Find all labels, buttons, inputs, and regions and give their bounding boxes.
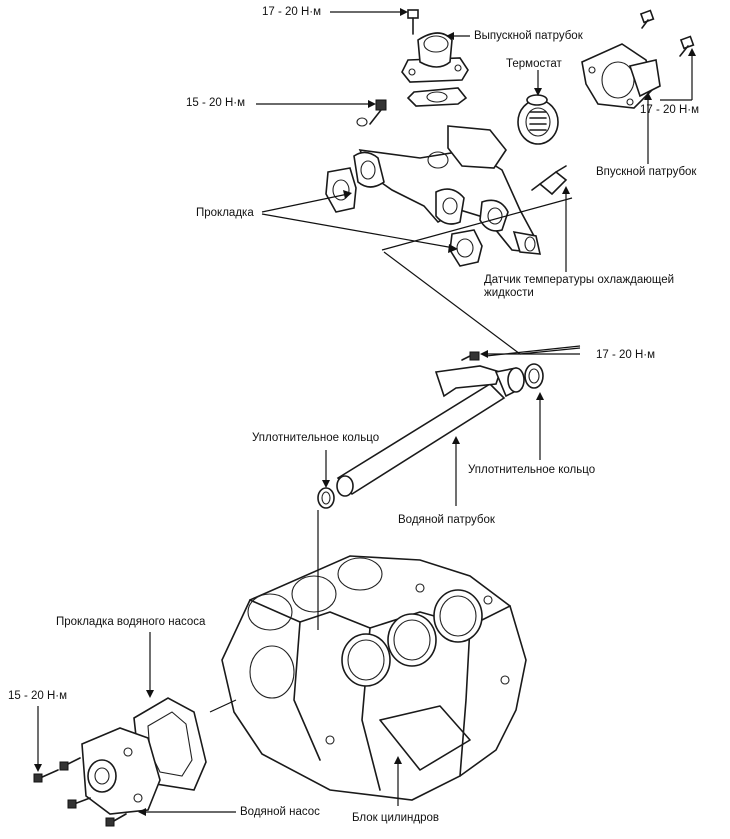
torque-label-outlet: 17 - 20 Н·м xyxy=(262,6,322,18)
torque-label-pump: 15 - 20 Н·м xyxy=(8,690,68,702)
water-manifold-part xyxy=(353,125,542,255)
oring-right-part xyxy=(524,363,544,389)
inlet-bolts xyxy=(639,9,695,57)
torque-label-pipe: 17 - 20 Н·м xyxy=(596,349,656,361)
outlet-gasket-part xyxy=(406,87,468,107)
cylinder-block-part xyxy=(221,555,527,801)
water-pipe-part xyxy=(336,365,525,497)
water-pump-label: Водяной насос xyxy=(240,806,320,818)
pipe-bolt xyxy=(461,351,480,361)
oring-left-label: Уплотнительное кольцо xyxy=(252,432,380,444)
oring-left-part xyxy=(317,487,335,509)
outlet-fitting-part xyxy=(401,32,469,83)
torque-label-inlet: 17 - 20 Н·м xyxy=(640,104,700,116)
leader-lines xyxy=(34,8,696,816)
oring-right-label: Уплотнительное кольцо xyxy=(468,464,596,476)
pump-gasket-label: Прокладка водяного насоса xyxy=(56,616,206,628)
torque-label-left: 15 - 20 Н·м xyxy=(186,97,246,109)
manifold-bolt xyxy=(356,99,387,127)
temp-sensor-part xyxy=(531,165,568,196)
gasket-label: Прокладка xyxy=(196,207,254,219)
gasket-left xyxy=(325,167,357,213)
thermostat-label: Термостат xyxy=(506,58,562,70)
outlet-fitting-label: Выпускной патрубок xyxy=(474,30,583,42)
pump-bolts xyxy=(33,757,127,827)
cylinder-block-label: Блок цилиндров xyxy=(352,812,439,824)
inlet-fitting-label: Впускной патрубок xyxy=(596,166,697,178)
temp-sensor-label: Датчик температуры охлаждающей жидкости xyxy=(484,274,675,299)
outlet-bolt xyxy=(407,9,419,35)
thermostat-part xyxy=(517,94,559,145)
water-pump-part xyxy=(81,727,161,815)
inlet-fitting-part xyxy=(581,43,661,109)
water-pipe-label: Водяной патрубок xyxy=(398,514,495,526)
